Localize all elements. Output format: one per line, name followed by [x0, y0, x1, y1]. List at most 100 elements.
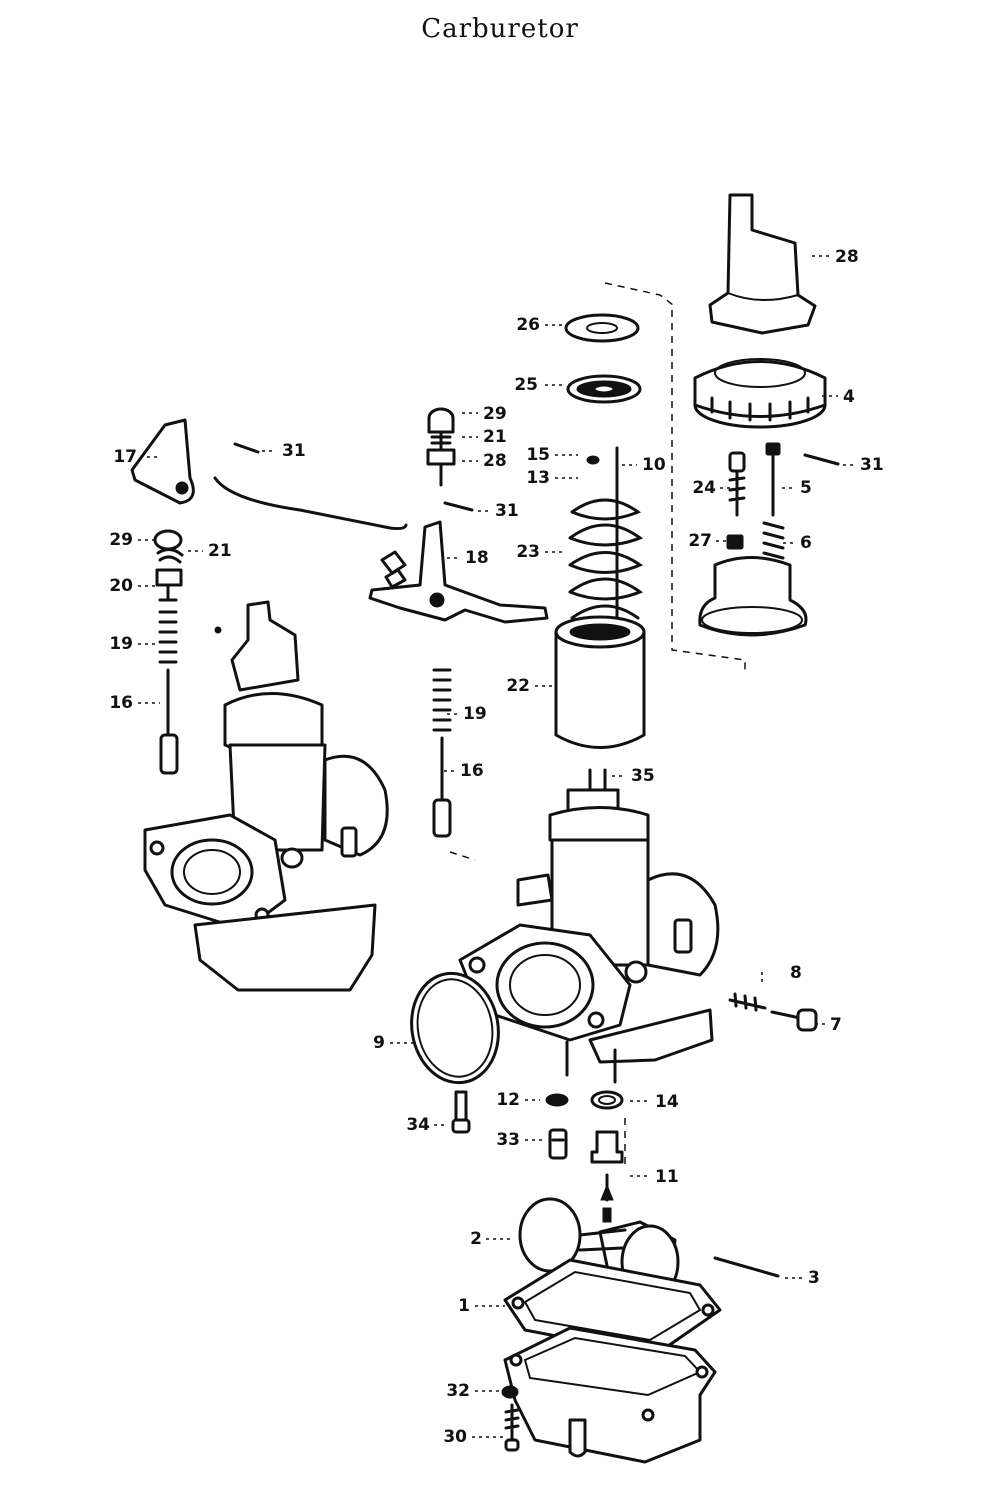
part-spring-8	[728, 992, 767, 1012]
callout-c29b: 29	[109, 530, 155, 550]
part-washer-32	[501, 1385, 519, 1399]
part-number-label: 27	[688, 531, 712, 551]
callout-c4: 4	[822, 387, 855, 407]
part-number-label: 16	[460, 761, 484, 781]
callout-c26: 26	[516, 315, 565, 335]
part-gasket-1	[503, 1258, 722, 1357]
part-number-label: 2	[470, 1229, 482, 1249]
part-number-label: 25	[514, 375, 538, 395]
part-float-pin-3	[713, 1256, 780, 1278]
part-screw-24	[728, 451, 746, 517]
callout-c24: 24	[692, 478, 733, 498]
part-number-label: 15	[526, 445, 550, 465]
diagram-title: Carburetor	[421, 14, 579, 44]
part-bolt-30	[504, 1403, 520, 1452]
callout-c19a: 19	[109, 634, 158, 654]
callout-c15: 15	[526, 445, 578, 465]
callout-c16a: 16	[109, 693, 160, 713]
part-number-label: 5	[800, 478, 812, 498]
part-cap-28	[708, 193, 817, 335]
part-number-label: 32	[446, 1381, 470, 1401]
callout-c34: 34	[406, 1115, 448, 1135]
callout-c20: 20	[109, 576, 155, 596]
callout-c13: 13	[526, 468, 578, 488]
part-bolt-34	[451, 1090, 471, 1134]
part-cable-stack-left	[153, 529, 222, 775]
callout-c32: 32	[446, 1381, 500, 1401]
part-number-label: 6	[800, 533, 812, 553]
part-carburetor-body	[458, 768, 720, 1084]
part-number-label: 18	[465, 548, 489, 568]
part-nut-27	[726, 534, 744, 550]
part-cap-base	[698, 556, 808, 637]
part-number-label: 26	[516, 315, 540, 335]
part-number-label: 30	[443, 1427, 467, 1447]
part-number-label: 29	[109, 530, 133, 550]
part-spring-6	[762, 521, 785, 560]
part-throttle-slide-22	[554, 615, 646, 749]
part-number-label: 19	[109, 634, 133, 654]
callout-c21a: 21	[462, 427, 507, 447]
part-number-label: 21	[483, 427, 507, 447]
callout-c7: 7	[815, 1015, 842, 1035]
part-number-label: 24	[692, 478, 716, 498]
part-washer-14	[590, 1090, 624, 1110]
part-plate-25	[566, 374, 642, 404]
callout-c1: 1	[458, 1296, 505, 1316]
part-number-label: 35	[631, 766, 655, 786]
part-number-label: 23	[516, 542, 540, 562]
callout-c23: 23	[516, 542, 565, 562]
callout-c22: 22	[506, 676, 555, 696]
part-spring-23	[568, 498, 644, 620]
callout-c14: 14	[630, 1092, 679, 1112]
part-number-label: 28	[483, 451, 507, 471]
callout-c18: 18	[447, 548, 489, 568]
part-number-label: 9	[373, 1033, 385, 1053]
part-number-label: 13	[526, 468, 550, 488]
callout-c3: 3	[785, 1268, 820, 1288]
callout-c28b: 28	[462, 451, 507, 471]
assembly-guides	[449, 282, 746, 1170]
callout-c16b: 16	[444, 761, 484, 781]
callout-c28a: 28	[812, 247, 859, 267]
callout-c25: 25	[514, 375, 565, 395]
callout-c10: 10	[622, 455, 666, 475]
part-number-label: 31	[282, 441, 306, 461]
callout-c5: 5	[782, 478, 812, 498]
part-washer-12	[545, 1093, 569, 1107]
part-number-label: 16	[109, 693, 133, 713]
part-number-label: 17	[113, 447, 137, 467]
callout-c35: 35	[612, 766, 655, 786]
part-jet-33	[548, 1128, 568, 1160]
part-number-label: 4	[843, 387, 855, 407]
part-number-label: 7	[830, 1015, 842, 1035]
part-valve-seat-11	[590, 1130, 624, 1223]
part-carburetor-assembled	[143, 600, 389, 992]
callout-c11: 11	[630, 1167, 679, 1187]
callout-c12: 12	[496, 1090, 540, 1110]
callout-c19b: 19	[447, 704, 487, 724]
part-number-label: 28	[835, 247, 859, 267]
part-number-label: 34	[406, 1115, 430, 1135]
part-bracket-18	[368, 520, 549, 624]
callout-c33: 33	[496, 1130, 542, 1150]
callout-c9: 9	[373, 1033, 414, 1053]
part-number-label: 22	[506, 676, 530, 696]
part-number-label: 11	[655, 1167, 679, 1187]
callout-c2: 2	[470, 1229, 512, 1249]
callout-c8: 8	[761, 963, 802, 984]
callout-c29a: 29	[462, 404, 507, 424]
part-pin-31	[233, 442, 840, 512]
part-number-label: 1	[458, 1296, 470, 1316]
part-number-label: 3	[808, 1268, 820, 1288]
part-number-label: 31	[495, 501, 519, 521]
callout-c6: 6	[783, 533, 812, 553]
part-oring-9	[410, 971, 500, 1085]
part-number-label: 10	[642, 455, 666, 475]
part-gasket-26	[564, 313, 640, 343]
part-number-label: 29	[483, 404, 507, 424]
part-ring-nut-4	[693, 358, 827, 429]
